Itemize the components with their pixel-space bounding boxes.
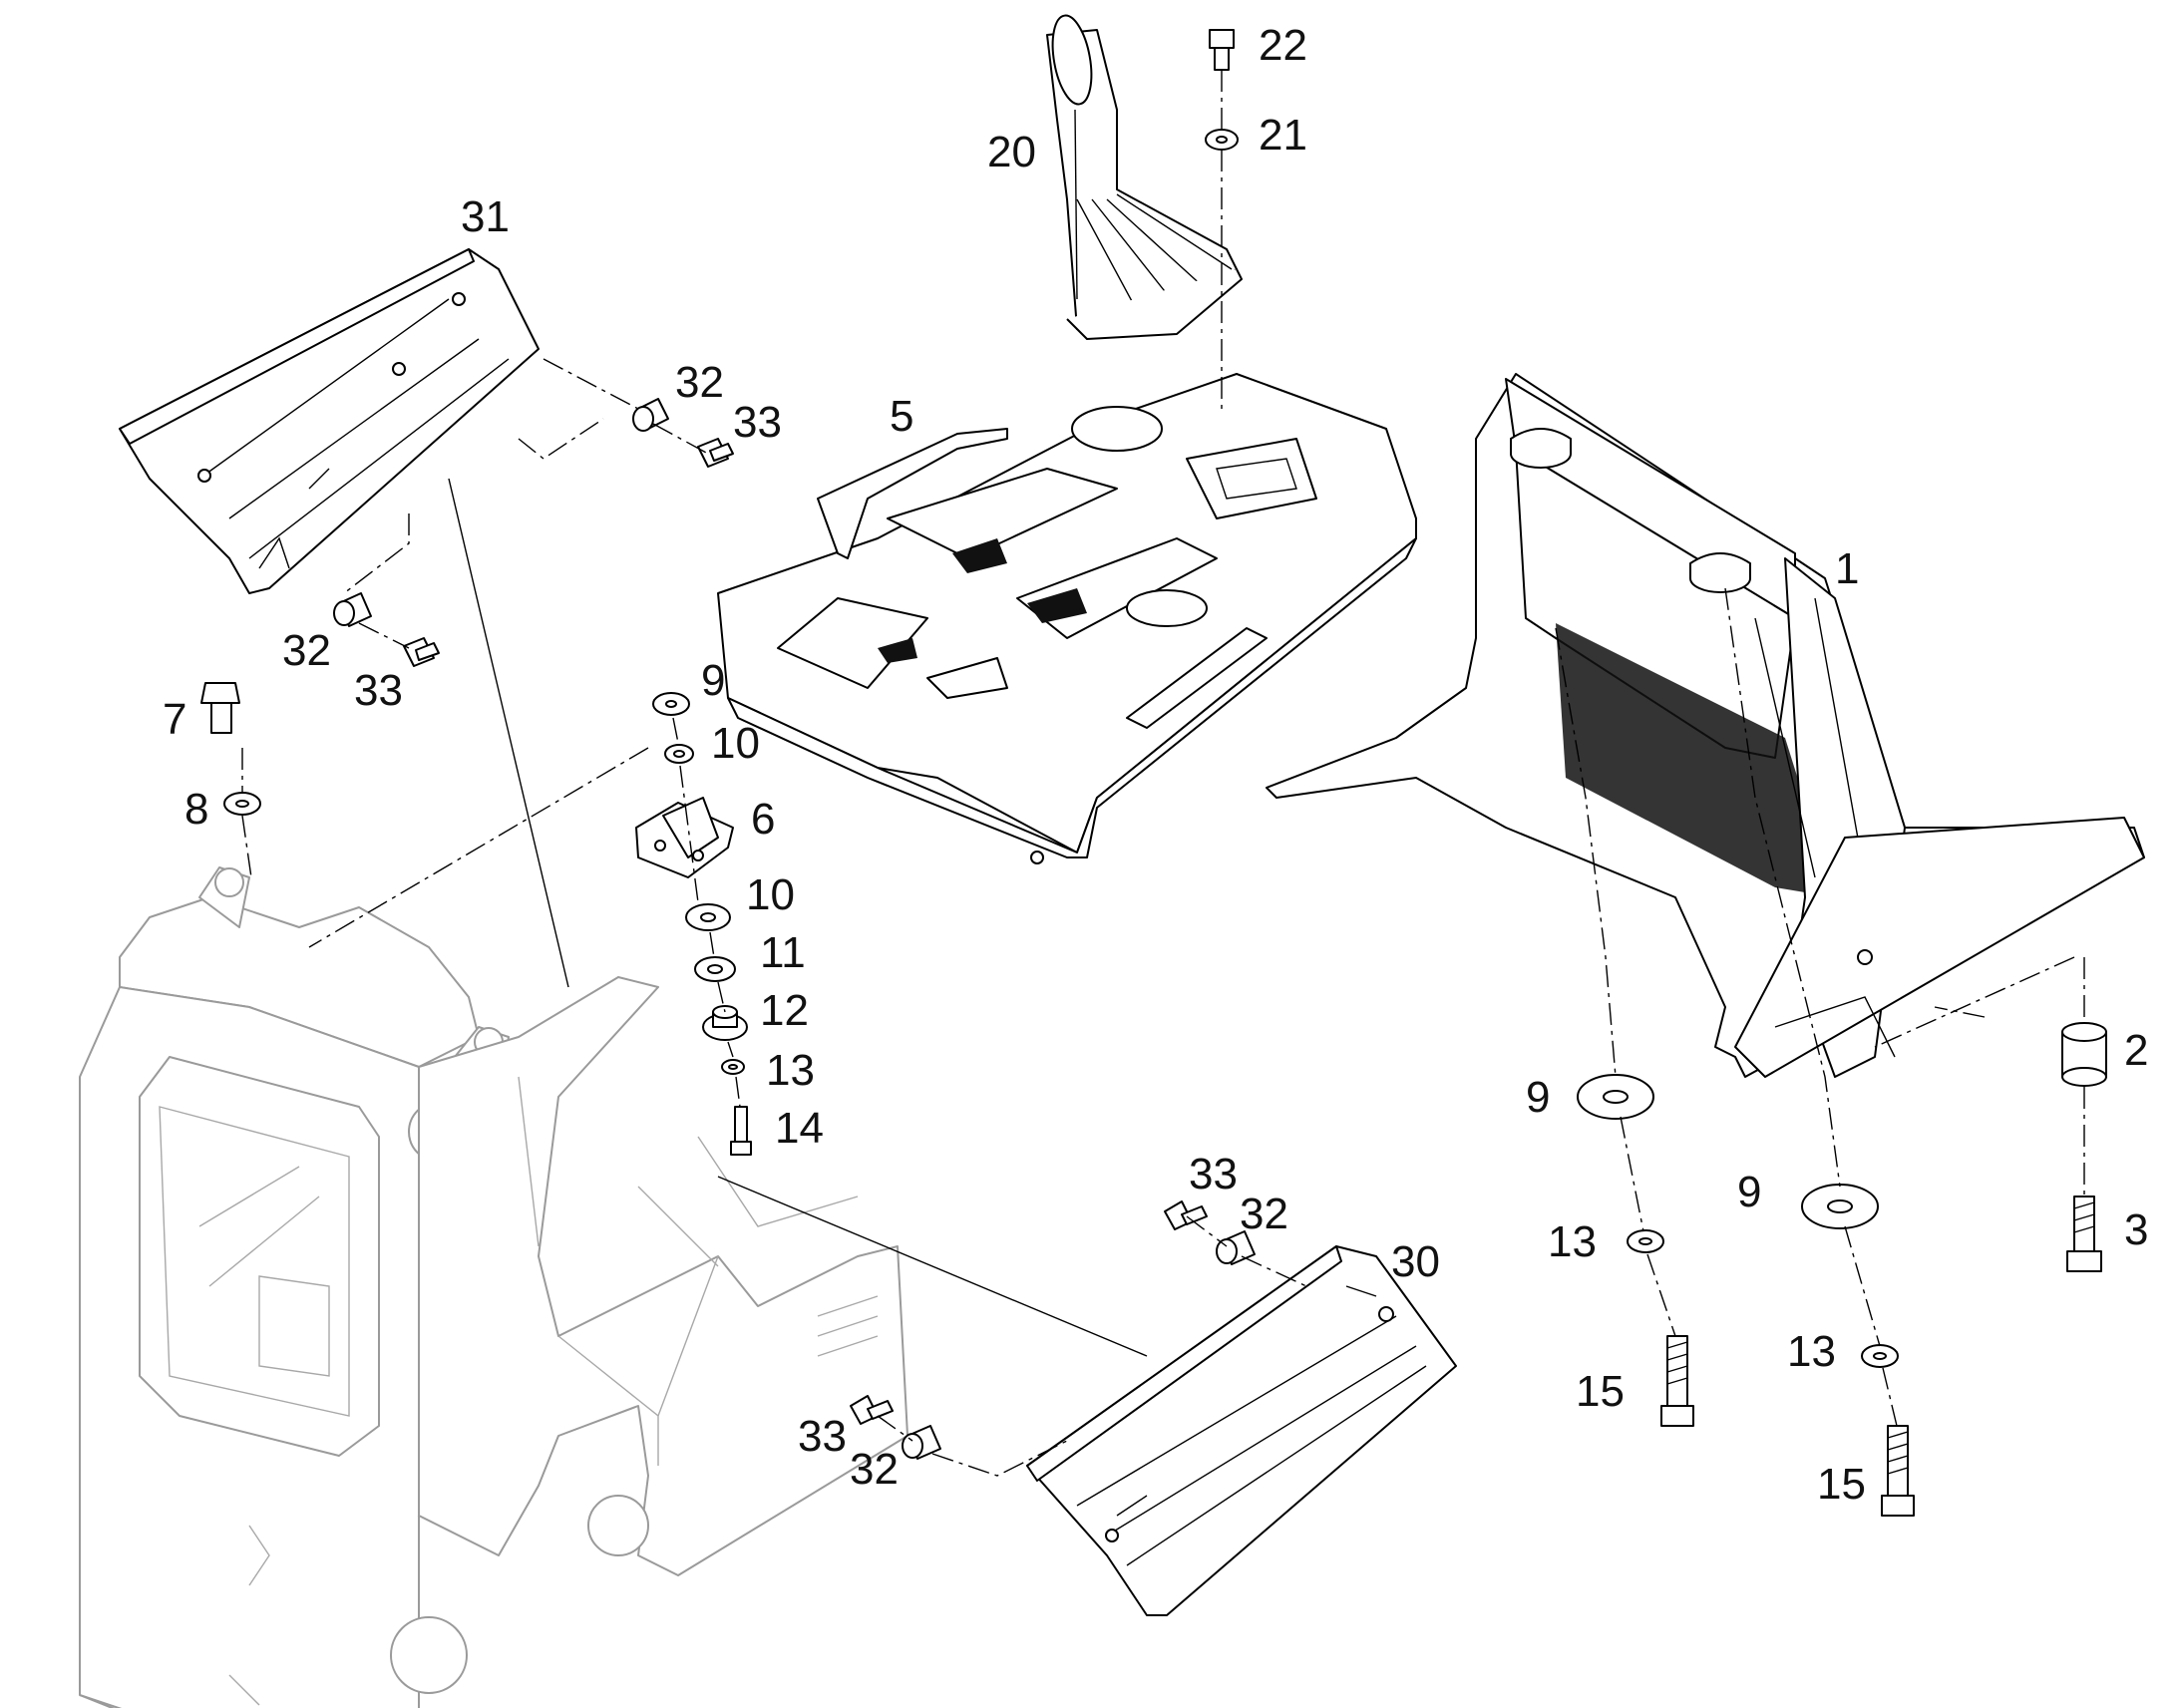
callout-14: 14 — [775, 1104, 824, 1153]
callout-9: 9 — [1737, 1168, 1761, 1216]
part-32-spacer-lower-right — [1216, 1230, 1256, 1265]
callout-1: 1 — [1835, 544, 1859, 593]
callout-32: 32 — [675, 358, 724, 407]
part-15-bolt-a — [1660, 1335, 1694, 1427]
callout-21: 21 — [1259, 111, 1307, 160]
callout-22: 22 — [1259, 21, 1307, 70]
callout-3: 3 — [2124, 1205, 2148, 1254]
callout-5: 5 — [890, 392, 913, 441]
part-14-bolt — [730, 1106, 752, 1156]
part-3-bolt — [2066, 1196, 2102, 1272]
part-9-washer-center — [652, 692, 690, 716]
callout-10: 10 — [746, 870, 795, 919]
part-32-spacer-left — [333, 592, 372, 627]
part-13-washer-right-b — [1861, 1344, 1899, 1368]
part-20-exhaust-funnel — [1046, 14, 1243, 340]
part-33-bolt-lower-left — [850, 1395, 894, 1425]
part-33-bolt-upper — [697, 438, 734, 468]
callout-31: 31 — [461, 192, 510, 241]
part-30-lower-panel — [1026, 1245, 1457, 1616]
callout-10: 10 — [711, 719, 760, 768]
part-33-bolt-lower-right — [1164, 1200, 1208, 1230]
callout-32: 32 — [850, 1445, 899, 1494]
callout-33: 33 — [1189, 1150, 1238, 1198]
part-2-spacer — [2061, 1022, 2107, 1087]
part-22-bolt — [1209, 29, 1235, 71]
part-10-washer-lower — [685, 903, 731, 931]
callout-13: 13 — [1548, 1217, 1597, 1266]
part-32-spacer-lower-left — [902, 1425, 941, 1460]
callout-13: 13 — [766, 1046, 815, 1095]
callout-9: 9 — [1526, 1073, 1550, 1122]
assembly-lines — [241, 70, 2085, 1477]
part-13-washer-right-a — [1627, 1229, 1664, 1253]
callout-32: 32 — [1240, 1190, 1288, 1238]
part-9-washer-right-b — [1801, 1184, 1879, 1229]
callout-20: 20 — [987, 128, 1036, 176]
callout-7: 7 — [163, 695, 186, 744]
part-15-bolt-b — [1881, 1425, 1915, 1517]
part-12-bushing — [702, 1005, 748, 1041]
machine-frame — [79, 866, 908, 1708]
callout-labels: 1 2 3 5 6 7 8 9 9 9 10 10 11 12 13 13 13… — [163, 21, 2148, 1509]
callout-9: 9 — [701, 656, 725, 705]
callout-6: 6 — [751, 795, 775, 844]
callout-32: 32 — [282, 626, 331, 675]
part-32-spacer-upper — [632, 398, 669, 432]
part-31-side-panel — [119, 248, 540, 594]
callout-33: 33 — [733, 398, 782, 447]
part-33-bolt-left — [403, 637, 440, 667]
callout-33: 33 — [798, 1412, 847, 1461]
part-7-bolt — [200, 682, 240, 734]
part-9-washer-right-a — [1577, 1074, 1654, 1120]
callout-33: 33 — [354, 666, 403, 715]
part-10-washer-upper — [664, 744, 694, 764]
callout-2: 2 — [2124, 1026, 2148, 1075]
part-8-washer — [223, 792, 261, 816]
callout-30: 30 — [1391, 1237, 1440, 1286]
callout-15: 15 — [1576, 1367, 1625, 1416]
part-21-washer — [1205, 129, 1239, 151]
part-11-washer — [694, 956, 736, 982]
part-5-platform — [717, 373, 1417, 864]
callout-8: 8 — [184, 785, 208, 834]
part-6-bracket — [635, 797, 734, 878]
callout-12: 12 — [760, 986, 809, 1035]
part-1-right-frame — [1266, 373, 2145, 1078]
callout-11: 11 — [760, 928, 806, 977]
callout-13: 13 — [1787, 1327, 1836, 1376]
callout-15: 15 — [1817, 1460, 1866, 1509]
part-13-washer-center — [721, 1059, 745, 1075]
